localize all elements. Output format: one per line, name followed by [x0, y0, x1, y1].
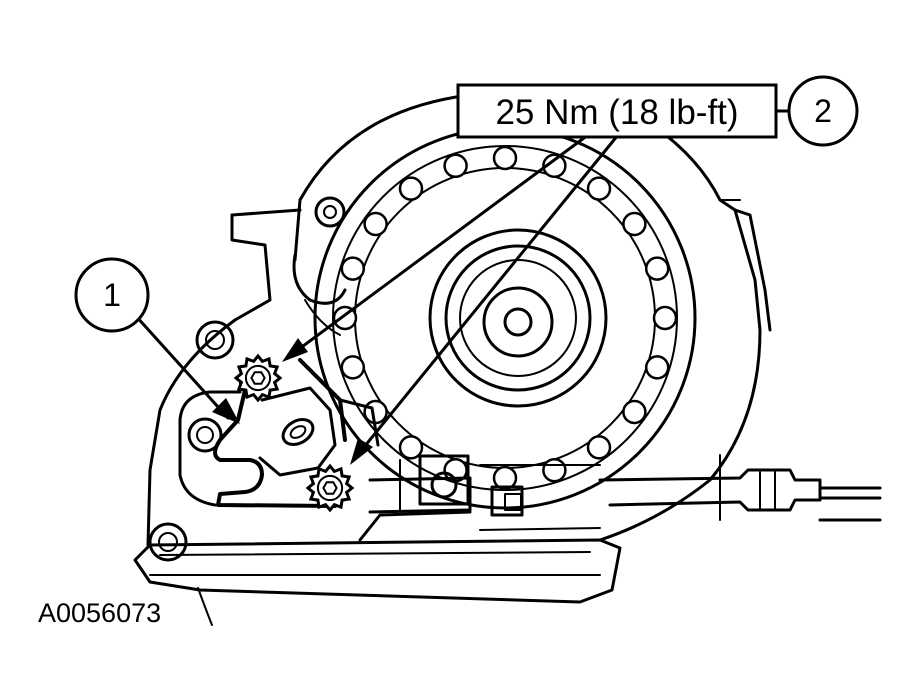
- ring-lobe: [542, 153, 567, 179]
- ring-lobe: [622, 211, 647, 237]
- oil-pan-outline: [133, 538, 622, 626]
- ring-lobe: [586, 435, 612, 460]
- callout-1-label: 1: [103, 277, 121, 313]
- callout-1: 1: [74, 257, 150, 333]
- ring-lobe: [443, 153, 468, 179]
- ring-lobe: [398, 435, 424, 460]
- ring-lobe: [492, 465, 518, 491]
- callout-2-label: 2: [814, 93, 832, 129]
- ring-lobe: [492, 145, 518, 171]
- ring-lobe: [644, 256, 670, 281]
- ring-lobe: [363, 211, 388, 237]
- manual-lever: [258, 386, 337, 477]
- bolt-lower: [305, 463, 355, 513]
- torque-label: 25 Nm (18 lb-ft): [495, 93, 738, 132]
- clutch-ring: [313, 126, 697, 510]
- torque-callout: 25 Nm (18 lb-ft) 2: [456, 75, 859, 147]
- ring-lobe: [340, 256, 366, 281]
- bolt-upper: [233, 353, 283, 403]
- figure-id: A0056073: [38, 598, 161, 628]
- ring-lobe: [542, 457, 567, 483]
- ring-lobe: [340, 355, 366, 380]
- center-hub: [428, 228, 608, 408]
- output-shaft: [598, 454, 882, 522]
- callout-1-leader: [133, 313, 240, 424]
- valve-body: [148, 196, 601, 562]
- ring-lobe: [398, 176, 424, 201]
- torque-leaders: [282, 133, 620, 465]
- ring-lobe: [622, 399, 647, 425]
- ring-lobe: [652, 305, 678, 331]
- ring-lobe: [363, 399, 388, 425]
- ring-lobe: [644, 355, 670, 380]
- case-housing: [146, 93, 772, 547]
- ring-lobe: [586, 176, 612, 201]
